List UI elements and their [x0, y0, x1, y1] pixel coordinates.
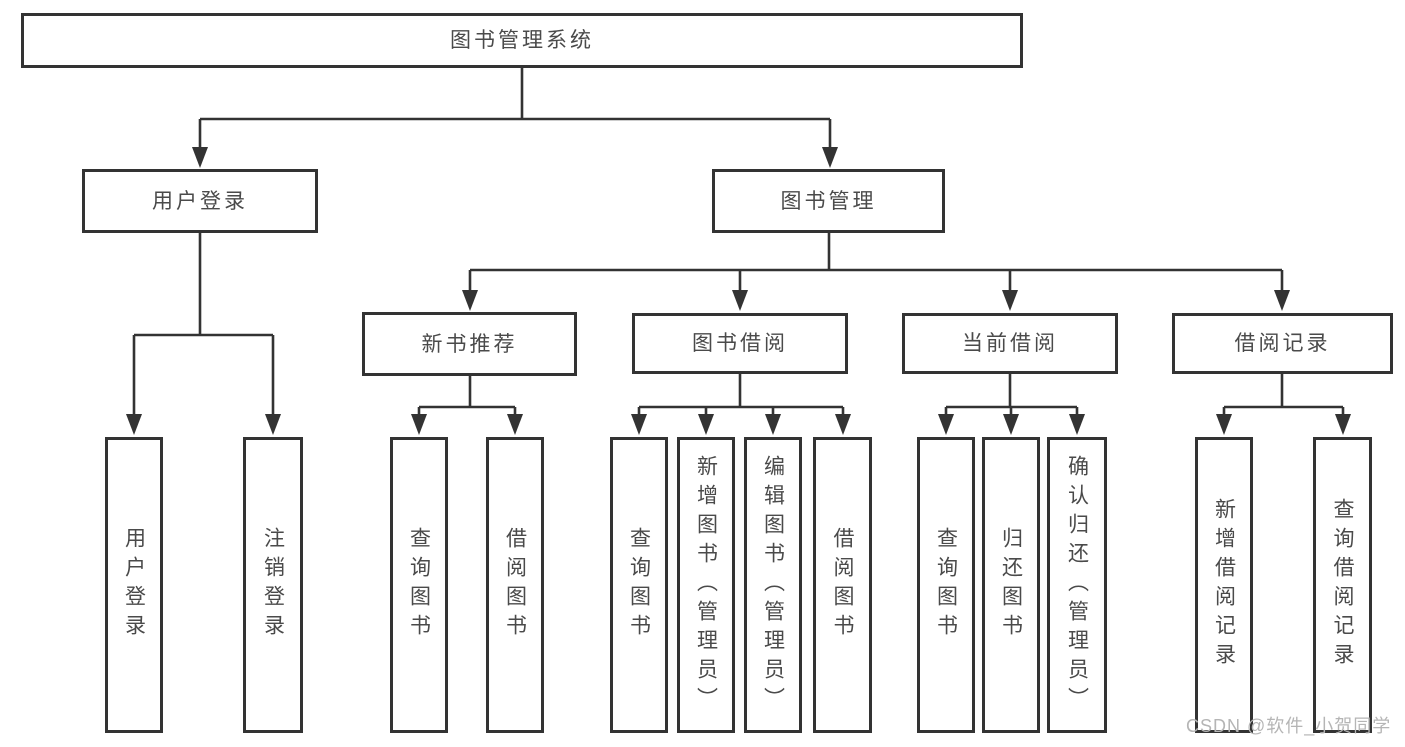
node-user-login: 用户登录: [82, 169, 318, 233]
leaf-label: 编辑图书（管理员）: [761, 454, 785, 716]
leaf-logout: 注销登录: [243, 437, 303, 733]
node-book-management: 图书管理: [712, 169, 945, 233]
leaf-label: 借阅图书: [831, 527, 854, 643]
leaf-label: 查询图书: [934, 527, 958, 643]
leaf-label: 查询图书: [627, 527, 651, 643]
node-library-system: 图书管理系统: [21, 13, 1023, 68]
leaf-return-book: 归还图书: [982, 437, 1040, 733]
leaf-label: 查询借阅记录: [1331, 498, 1354, 672]
leaf-user-login: 用户登录: [105, 437, 163, 733]
leaf-borrow-books-1: 借阅图书: [486, 437, 544, 733]
leaf-label: 归还图书: [999, 527, 1023, 643]
node-label: 图书借阅: [692, 332, 788, 355]
node-label: 当前借阅: [962, 332, 1058, 355]
watermark-text: CSDN @软件_小贺同学: [1186, 716, 1392, 736]
leaf-edit-book-admin: 编辑图书（管理员）: [744, 437, 802, 733]
leaf-query-books-1: 查询图书: [390, 437, 448, 733]
node-borrow-records: 借阅记录: [1172, 313, 1393, 374]
node-label: 借阅记录: [1234, 332, 1331, 355]
leaf-query-borrow-record: 查询借阅记录: [1313, 437, 1372, 733]
leaf-confirm-return-admin: 确认归还（管理员）: [1047, 437, 1107, 733]
node-label: 新书推荐: [421, 332, 518, 356]
leaf-label: 注销登录: [261, 527, 285, 643]
node-label: 用户登录: [152, 189, 248, 213]
leaf-label: 新增借阅记录: [1212, 498, 1236, 672]
leaf-borrow-books-2: 借阅图书: [813, 437, 872, 733]
node-label: 图书管理系统: [450, 29, 594, 52]
node-new-book-recommend: 新书推荐: [362, 312, 577, 376]
leaf-label: 查询图书: [407, 527, 431, 643]
leaf-add-book-admin: 新增图书（管理员）: [677, 437, 735, 733]
node-current-borrowing: 当前借阅: [902, 313, 1118, 374]
leaf-add-borrow-record: 新增借阅记录: [1195, 437, 1253, 733]
leaf-label: 用户登录: [122, 527, 146, 643]
leaf-query-books-3: 查询图书: [917, 437, 975, 733]
leaf-label: 新增图书（管理员）: [694, 454, 718, 716]
node-book-borrowing: 图书借阅: [632, 313, 848, 374]
node-label: 图书管理: [780, 189, 877, 213]
leaf-label: 借阅图书: [503, 527, 527, 643]
leaf-query-books-2: 查询图书: [610, 437, 668, 733]
leaf-label: 确认归还（管理员）: [1065, 454, 1089, 716]
